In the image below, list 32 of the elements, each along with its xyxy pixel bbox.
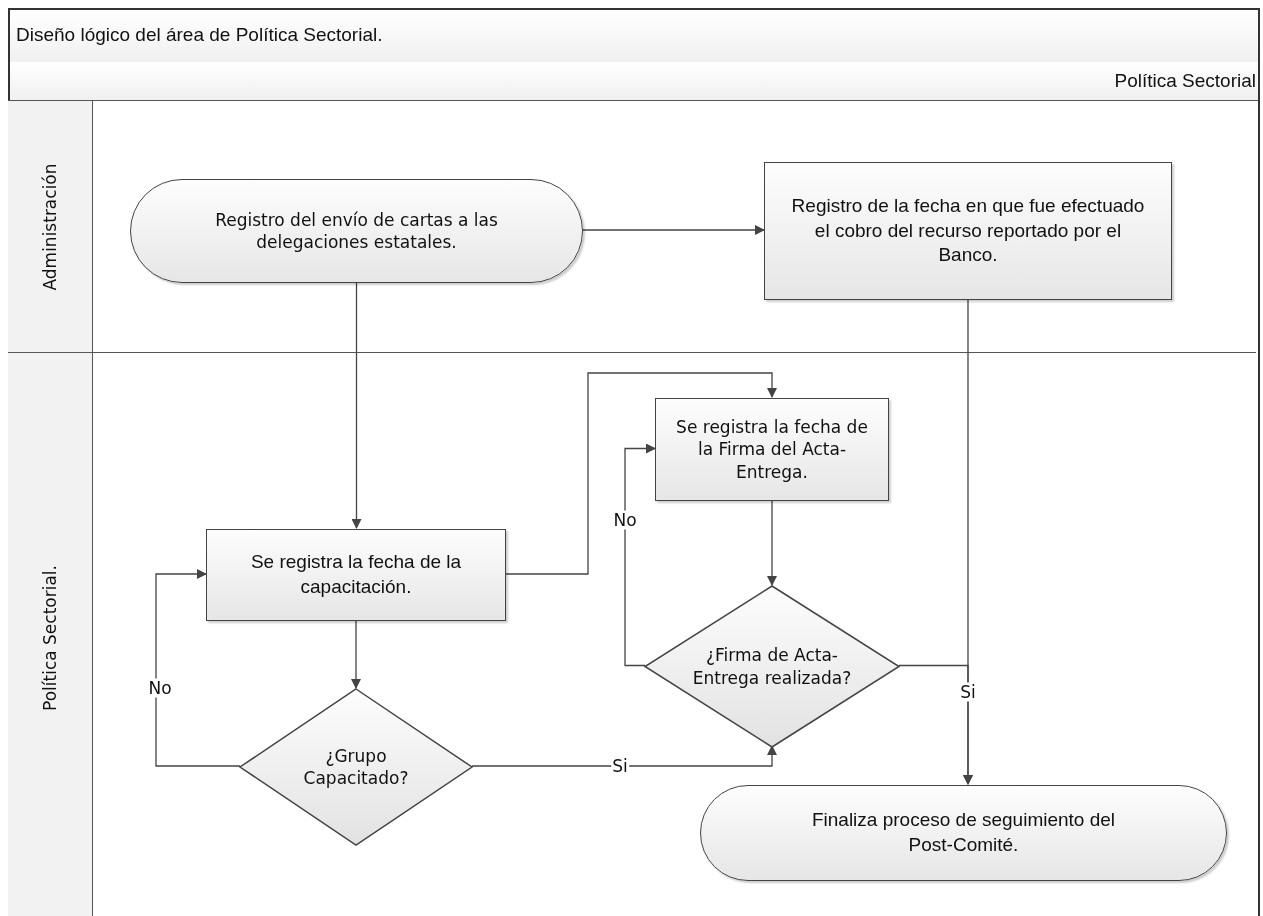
decision-text: ¿Firma de Acta-Entrega realizada? xyxy=(691,644,853,689)
process-box xyxy=(206,529,506,621)
lane-label: Administración xyxy=(40,162,60,291)
step-text: Finaliza proceso de seguimiento del Post-Comité. xyxy=(810,808,1117,857)
arrow xyxy=(898,664,973,785)
diagram-title: Diseño lógico del área de Política Sectorial. xyxy=(8,8,1260,63)
arrow xyxy=(351,281,362,529)
arrow xyxy=(155,569,241,767)
process-box xyxy=(764,162,1172,300)
decision-text: ¿Grupo Capacitado? xyxy=(302,744,410,790)
pool-heading: Política Sectorial xyxy=(1114,70,1256,92)
arrow xyxy=(505,372,777,575)
arrow xyxy=(471,745,777,767)
terminal-shape xyxy=(130,179,583,283)
arrow xyxy=(351,619,361,689)
lane-label: Política Sectorial. xyxy=(40,564,60,711)
step-text: Se registra la fecha de la capacitación. xyxy=(249,550,463,599)
arrow xyxy=(624,443,656,667)
swimlane xyxy=(8,352,1256,916)
edge-label: Si xyxy=(959,682,977,702)
arrow xyxy=(582,225,765,235)
decision-diamond xyxy=(240,689,472,845)
step-text: Registro del envío de cartas a las delegaciones estatales. xyxy=(214,208,499,254)
step-text: Registro de la fecha en que fue efectuado el cobro del recurso reportado por el Banco. xyxy=(790,193,1146,268)
edge-label: No xyxy=(147,678,173,698)
terminal-shape xyxy=(700,785,1227,881)
decision-diamond xyxy=(645,586,899,747)
pool-frame xyxy=(8,62,1260,916)
arrow xyxy=(767,499,777,586)
process-box xyxy=(655,398,889,501)
step-text: Se registra la fecha de la Firma del Acta-Entrega. xyxy=(675,416,869,483)
edge-label: No xyxy=(612,510,638,530)
